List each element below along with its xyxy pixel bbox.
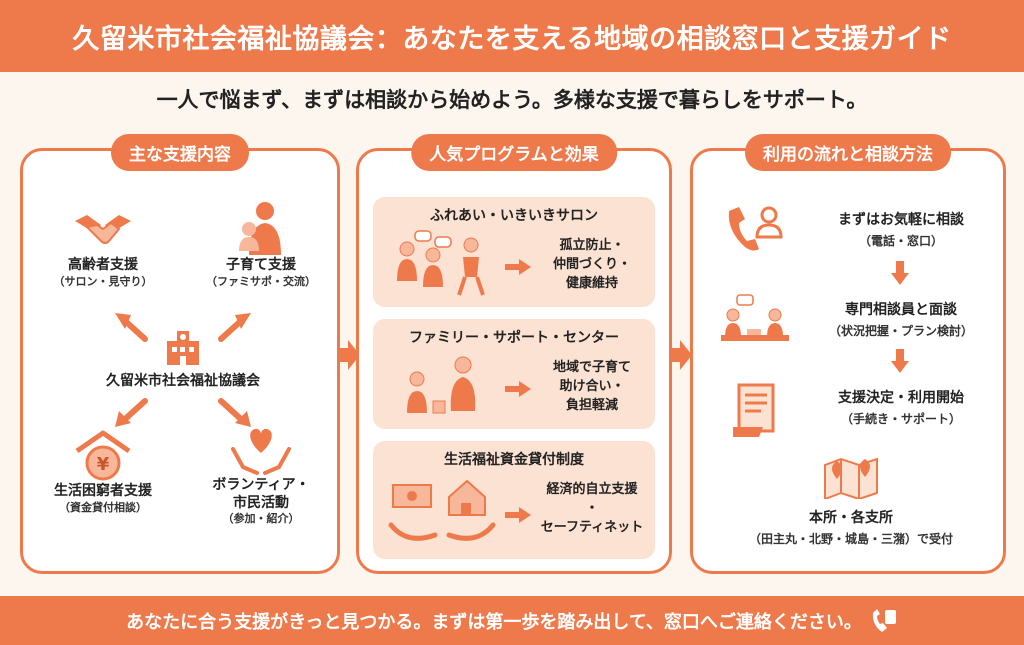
step-sub: （電話・窓口） xyxy=(858,234,943,248)
arrow-down-icon xyxy=(891,261,909,285)
step-title: まずはお気軽に相談 xyxy=(838,212,964,228)
hub-arrows xyxy=(115,313,251,427)
step-title: 本所・各支所 xyxy=(809,510,893,526)
panel-title: 主な支援内容 xyxy=(111,134,249,171)
arrow-down-icon xyxy=(891,349,909,373)
flow-step-decision: 支援決定・利用開始 （手続き・サポート） xyxy=(693,377,1009,447)
panel-support-content: 主な支援内容 高齢者支援 （サロン・見守り） 子育て支援 （ファミサポ・交流） xyxy=(20,134,340,574)
map-pin-icon xyxy=(824,457,878,499)
support-label: ボランティア・ 市民活動 xyxy=(212,477,310,511)
panel-programs: 人気プログラムと効果 ふれあい・いきいきサロン 孤立防止・ 仲間づくり・ 健康維… xyxy=(356,134,672,574)
program-title: 生活福祉資金貸付制度 xyxy=(444,452,584,468)
building-icon xyxy=(167,331,199,365)
flow-step-consult: まずはお気軽に相談 （電話・窓口） xyxy=(693,201,1009,271)
phone-person-icon xyxy=(728,206,783,251)
program-effect: 地域で子育て 助け合い・ 負担軽減 xyxy=(552,360,631,413)
arrow-right-icon xyxy=(505,507,531,523)
flow-step-interview: 専門相談員と面談 （状況把握・プラン検討） xyxy=(693,291,1009,361)
program-effect: 孤立防止・ 仲間づくり・ 健康維持 xyxy=(552,238,631,291)
phone-chat-icon xyxy=(872,608,896,632)
support-label: 高齢者支援 xyxy=(68,257,138,273)
flow-arrow-icon xyxy=(670,340,692,370)
program-card-salon: ふれあい・いきいきサロン 孤立防止・ 仲間づくり・ 健康維持 xyxy=(373,197,655,307)
footer-text: あなたに合う支援がきっと見つかる。まずは第一歩を踏み出して、窓口へご連絡ください… xyxy=(126,611,862,633)
support-sub: （ファミサポ・交流） xyxy=(206,274,316,288)
svg-text:¥: ¥ xyxy=(97,454,110,475)
page-title: 久留米市社会福祉協議会：あなたを支える地域の相談窓口と支援ガイド xyxy=(0,0,1024,72)
support-item-volunteer: ボランティア・ 市民活動 （参加・紹介） xyxy=(191,423,331,526)
parent-child-icon xyxy=(239,202,281,255)
adult-child-play-icon xyxy=(407,356,476,414)
panel-usage-flow: 利用の流れと相談方法 まずはお気軽に相談 （電話・窓口） 専門相談員と面談 （状… xyxy=(690,134,1009,574)
program-title: ふれあい・いきいきサロン xyxy=(430,208,598,224)
footer-message: あなたに合う支援がきっと見つかる。まずは第一歩を踏み出して、窓口へご連絡ください… xyxy=(0,596,1024,645)
yen-coin-icon: ¥ xyxy=(75,430,131,481)
support-label: 生活困窮者支援 xyxy=(54,483,152,499)
interview-icon xyxy=(721,294,789,341)
support-sub: （参加・紹介） xyxy=(222,512,300,525)
document-icon xyxy=(733,383,775,437)
page-subtitle: 一人で悩まず、まずは相談から始めよう。多様な支援で暮らしをサポート。 xyxy=(156,88,868,112)
flow-arrow-icon xyxy=(338,340,360,370)
arrow-right-icon xyxy=(505,381,531,397)
program-card-family-support: ファミリー・サポート・センター 地域で子育て 助け合い・ 負担軽減 xyxy=(373,319,655,429)
step-title: 支援決定・利用開始 xyxy=(838,390,964,406)
handshake-icon xyxy=(75,215,131,244)
arrow-right-icon xyxy=(505,259,531,275)
support-item-elderly: 高齢者支援 （サロン・見守り） xyxy=(33,203,173,289)
support-sub: （サロン・見守り） xyxy=(53,274,153,288)
step-sub: （状況把握・プラン検討） xyxy=(828,324,973,338)
step-sub: （田主丸・北野・城島・三潴）で受付 xyxy=(748,532,953,546)
hub-label: 久留米市社会福祉協議会 xyxy=(106,373,260,389)
step-title: 専門相談員と面談 xyxy=(845,302,957,318)
support-item-childcare: 子育て支援 （ファミサポ・交流） xyxy=(191,199,331,289)
panel-title: 利用の流れと相談方法 xyxy=(745,134,951,171)
step-sub: （手続き・サポート） xyxy=(840,412,961,426)
seniors-chatting-icon xyxy=(397,230,485,296)
support-label: 子育て支援 xyxy=(226,257,296,273)
program-effect: 経済的自立支援 ・ セーフティネット xyxy=(540,482,644,535)
flow-step-offices: 本所・各支所 （田主丸・北野・城島・三潴）で受付 xyxy=(693,453,1009,563)
heart-hands-icon xyxy=(231,428,291,475)
money-house-hands-icon xyxy=(388,479,496,541)
program-card-loan: 生活福祉資金貸付制度 経済的自立支援 ・ セーフティネット xyxy=(373,441,655,559)
panel-title: 人気プログラムと効果 xyxy=(411,134,617,171)
support-sub: （資金貸付相談） xyxy=(59,500,147,514)
support-item-poverty: ¥ 生活困窮者支援 （資金貸付相談） xyxy=(33,429,173,515)
hub-organization: 久留米市社会福祉協議会 xyxy=(83,329,283,391)
program-title: ファミリー・サポート・センター xyxy=(409,330,619,346)
